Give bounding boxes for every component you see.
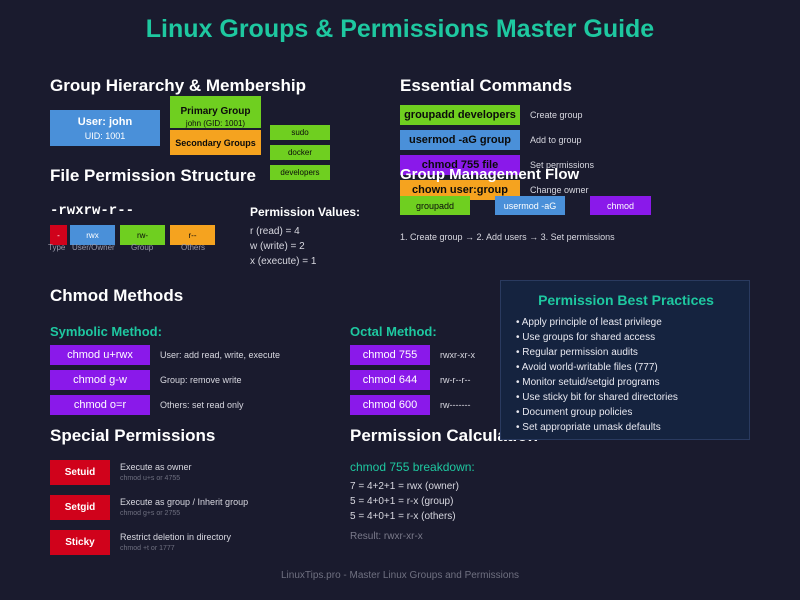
- symbolic-desc-2: Group: remove write: [160, 375, 242, 385]
- octal-heading: Octal Method:: [350, 324, 437, 339]
- special-setuid-desc: Execute as owner: [120, 462, 192, 472]
- calculation-line-2: 5 = 4+0+1 = r-x (group): [350, 496, 454, 507]
- perm-part-group: rw-: [120, 225, 165, 245]
- permission-example: -rwxrw-r--: [50, 203, 135, 219]
- symbolic-cmd-2: chmod g-w: [50, 370, 150, 390]
- flow-summary: 1. Create group → 2. Add users → 3. Set …: [400, 232, 615, 242]
- hierarchy-heading: Group Hierarchy & Membership: [50, 76, 307, 95]
- flow-step-chmod: chmod: [590, 196, 651, 215]
- perm-part-type: -: [50, 225, 67, 245]
- secondary-group-sudo: sudo: [270, 125, 330, 140]
- symbolic-desc-3: Others: set read only: [160, 400, 244, 410]
- flow-step-usermod: usermod -aG: [495, 196, 565, 215]
- octal-desc-3: rw-------: [440, 400, 471, 410]
- chmod-heading: Chmod Methods: [50, 286, 184, 305]
- calculation-line-3: 5 = 4+0+1 = r-x (others): [350, 511, 456, 522]
- symbolic-heading: Symbolic Method:: [50, 324, 162, 339]
- calculation-line-1: 7 = 4+2+1 = rwx (owner): [350, 481, 459, 492]
- command-chown-desc: Change owner: [530, 185, 589, 195]
- symbolic-desc-1: User: add read, write, execute: [160, 350, 281, 360]
- calculation-result: Result: rwxr-xr-x: [350, 531, 423, 542]
- special-sticky-example: chmod +t or 1777: [120, 545, 175, 552]
- primary-group-label: Primary Group: [180, 106, 251, 117]
- special-sticky-desc: Restrict deletion in directory: [120, 532, 232, 542]
- calculation-heading: Permission Calculation: [350, 426, 538, 445]
- flow-heading: Group Management Flow: [400, 166, 580, 183]
- symbolic-cmd-1: chmod u+rwx: [50, 345, 150, 365]
- primary-group-box: Primary Group john (GID: 1001): [170, 96, 261, 128]
- values-heading: Permission Values:: [250, 205, 361, 219]
- octal-cmd-3: chmod 600: [350, 395, 430, 415]
- special-setgid: Setgid: [50, 495, 110, 520]
- symbolic-cmd-3: chmod o=r: [50, 395, 150, 415]
- best-practices-panel: Permission Best Practices • Apply princi…: [500, 280, 750, 440]
- best-practice-item: • Regular permission audits: [516, 347, 638, 358]
- calculation-subheading: chmod 755 breakdown:: [350, 460, 475, 474]
- primary-group-detail: john (GID: 1001): [185, 119, 246, 128]
- page-title: Linux Groups & Permissions Master Guide: [145, 15, 655, 43]
- best-practice-item: • Avoid world-writable files (777): [516, 362, 658, 373]
- octal-desc-2: rw-r--r--: [440, 375, 471, 385]
- best-practice-item: • Set appropriate umask defaults: [516, 422, 661, 433]
- user-name: User: john: [77, 115, 133, 128]
- footer-text: LinuxTips.pro - Master Linux Groups and …: [280, 570, 520, 581]
- perm-label-others: Others: [181, 243, 206, 252]
- structure-heading: File Permission Structure: [50, 166, 256, 185]
- user-box: User: john UID: 1001: [50, 110, 160, 146]
- commands-heading: Essential Commands: [400, 76, 572, 95]
- perm-label-user: User/Owner: [72, 243, 115, 252]
- user-uid: UID: 1001: [84, 130, 126, 141]
- command-groupadd-desc: Create group: [530, 110, 583, 120]
- special-setgid-desc: Execute as group / Inherit group: [120, 497, 249, 507]
- best-practice-item: • Use groups for shared access: [516, 332, 656, 343]
- value-execute: x (execute) = 1: [250, 256, 317, 267]
- best-practice-item: • Document group policies: [516, 407, 633, 418]
- secondary-groups-box: Secondary Groups: [170, 130, 261, 155]
- special-setuid-example: chmod u+s or 4755: [120, 475, 181, 482]
- best-practice-item: • Apply principle of least privilege: [516, 317, 662, 328]
- special-sticky: Sticky: [50, 530, 110, 555]
- value-read: r (read) = 4: [250, 226, 300, 237]
- special-setuid: Setuid: [50, 460, 110, 485]
- perm-part-user: rwx: [70, 225, 115, 245]
- value-write: w (write) = 2: [250, 241, 305, 252]
- perm-label-type: Type: [48, 243, 66, 252]
- best-practice-item: • Monitor setuid/setgid programs: [516, 377, 660, 388]
- special-setgid-example: chmod g+s or 2755: [120, 510, 181, 517]
- flow-step-groupadd: groupadd: [400, 196, 470, 215]
- perm-part-others: r--: [170, 225, 215, 245]
- best-practices-heading: Permission Best Practices: [538, 292, 714, 308]
- perm-label-group: Group: [131, 243, 154, 252]
- special-heading: Special Permissions: [50, 426, 216, 445]
- octal-desc-1: rwxr-xr-x: [440, 350, 475, 360]
- octal-cmd-1: chmod 755: [350, 345, 430, 365]
- command-usermod: usermod -aG group: [400, 130, 520, 150]
- command-chmod: chmod 755 file: [400, 155, 520, 175]
- command-usermod-desc: Add to group: [530, 135, 582, 145]
- secondary-group-developers: developers: [270, 165, 330, 180]
- secondary-group-docker: docker: [270, 145, 330, 160]
- octal-cmd-2: chmod 644: [350, 370, 430, 390]
- command-groupadd: groupadd developers: [400, 105, 520, 125]
- command-chmod-desc: Set permissions: [530, 160, 595, 170]
- command-chown: chown user:group: [400, 180, 520, 200]
- best-practice-item: • Use sticky bit for shared directories: [516, 392, 678, 403]
